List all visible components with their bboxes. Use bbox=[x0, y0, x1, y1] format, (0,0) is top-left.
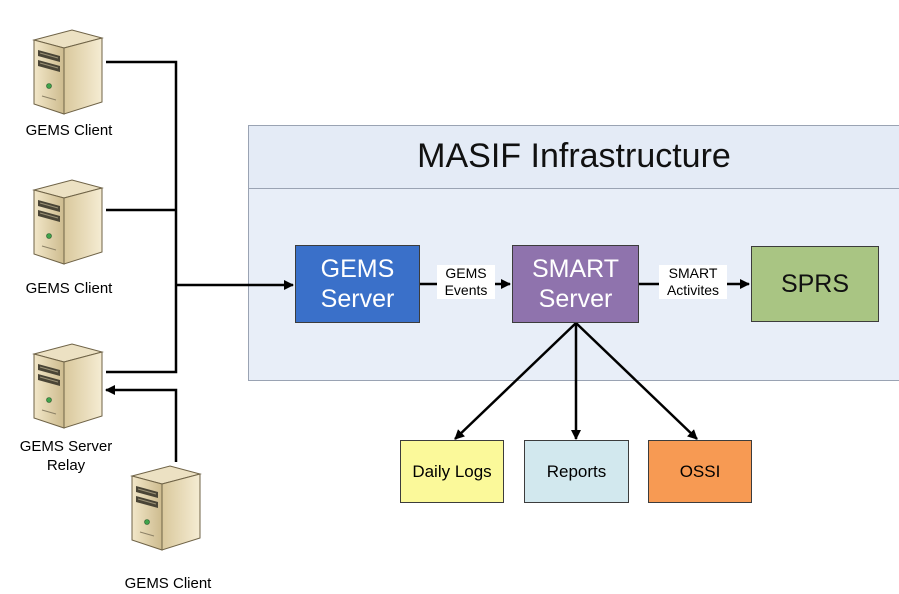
client-1-connector bbox=[106, 60, 178, 374]
gems-client-2-label: GEMS Client bbox=[25, 280, 113, 297]
smart-activities-label: SMART Activites bbox=[659, 265, 727, 299]
smart-to-daily-logs-arrow bbox=[454, 322, 577, 440]
gems-server-node: GEMS Server bbox=[295, 245, 420, 323]
gems-client-1-server-icon bbox=[32, 29, 104, 115]
reports-node: Reports bbox=[524, 440, 629, 503]
smart-server-label: SMART Server bbox=[531, 255, 620, 313]
gems-events-label: GEMS Events bbox=[437, 265, 495, 299]
gems-client-2-server-icon bbox=[32, 179, 104, 265]
smart-server-node: SMART Server bbox=[512, 245, 639, 323]
smart-to-ossi-arrow bbox=[575, 322, 698, 440]
gems-relay-label: GEMS Server Relay bbox=[19, 438, 113, 474]
reports-label: Reports bbox=[546, 461, 607, 481]
ossi-node: OSSI bbox=[648, 440, 752, 503]
gems-client-1-label: GEMS Client bbox=[25, 122, 113, 139]
sprs-node: SPRS bbox=[751, 246, 879, 322]
ossi-label: OSSI bbox=[679, 461, 721, 481]
daily-logs-node: Daily Logs bbox=[400, 440, 504, 503]
infrastructure-title: MASIF Infrastructure bbox=[417, 137, 731, 175]
client-3-to-relay-arrow bbox=[105, 385, 178, 462]
gems-relay-server-icon bbox=[32, 343, 104, 429]
sprs-label: SPRS bbox=[780, 270, 850, 298]
infrastructure-title-band: MASIF Infrastructure bbox=[249, 126, 899, 189]
daily-logs-label: Daily Logs bbox=[412, 461, 492, 481]
gems-client-3-server-icon bbox=[130, 465, 202, 551]
gems-client-3-label: GEMS Client bbox=[124, 575, 212, 592]
gems-server-label: GEMS Server bbox=[320, 255, 395, 313]
